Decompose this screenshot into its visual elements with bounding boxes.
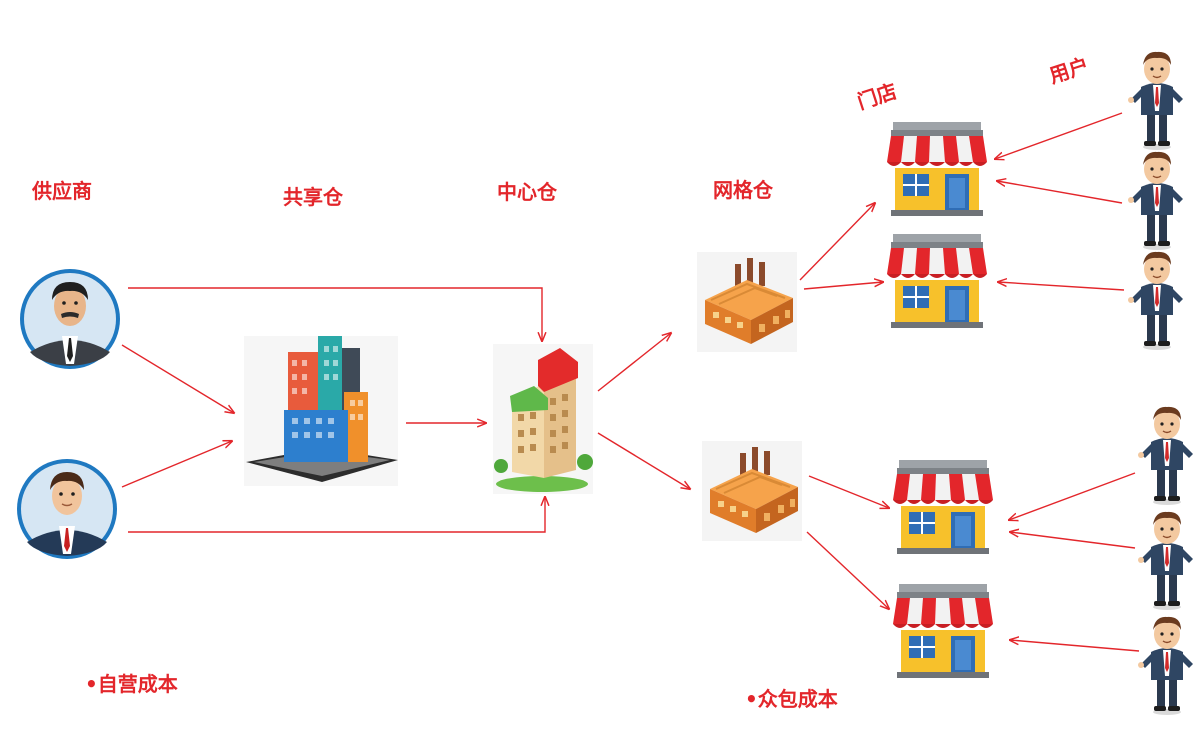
arrow-supplier2-to-shared <box>121 441 232 488</box>
supplier-avatar-1-icon <box>20 269 120 369</box>
flow-arrows <box>121 112 1140 652</box>
store-1-icon <box>886 121 988 217</box>
shared-warehouse-buildings-icon <box>244 336 398 486</box>
arrow-central-to-grid1 <box>597 333 671 392</box>
store-2-icon <box>886 233 988 329</box>
arrow-central-to-grid2 <box>597 432 690 489</box>
user-1-icon <box>1127 51 1184 151</box>
arrow-grid2-to-store4 <box>806 531 889 609</box>
user-6-icon <box>1137 616 1194 716</box>
arrow-user6-to-store4 <box>1010 640 1140 652</box>
label-central-warehouse: 中心仓 <box>497 180 557 204</box>
label-grid-warehouse: 网格仓 <box>713 178 773 202</box>
arrow-user2-to-store1 <box>997 181 1123 204</box>
store-3-icon <box>892 459 994 555</box>
label-shared-warehouse: 共享仓 <box>283 185 343 209</box>
label-supplier: 供应商 <box>32 179 92 203</box>
grid-warehouse-1-icon <box>696 251 798 353</box>
grid-warehouse-2-icon <box>701 440 803 542</box>
arrow-user5-to-store3 <box>1010 532 1136 549</box>
supplier-avatar-2-icon <box>17 459 117 559</box>
arrow-user3-to-store2 <box>998 282 1125 291</box>
arrow-grid1-to-store1 <box>799 203 875 281</box>
arrow-grid2-to-store3 <box>808 475 889 508</box>
arrow-supplier1-to-central <box>128 287 542 341</box>
user-2-icon <box>1127 151 1184 251</box>
arrow-supplier2-to-central <box>128 497 545 533</box>
arrow-user4-to-store3 <box>1009 472 1136 520</box>
arrow-user1-to-store1 <box>995 112 1123 159</box>
arrow-supplier1-to-shared <box>121 344 234 413</box>
central-warehouse-building-icon <box>493 344 593 494</box>
arrow-grid1-to-store2 <box>803 282 883 290</box>
store-4-icon <box>892 583 994 679</box>
label-crowdsourced-cost: •众包成本 <box>745 687 838 711</box>
user-4-icon <box>1137 406 1194 506</box>
user-3-icon <box>1127 251 1184 351</box>
label-self-operated-cost: •自营成本 <box>85 672 178 696</box>
user-5-icon <box>1137 511 1194 611</box>
